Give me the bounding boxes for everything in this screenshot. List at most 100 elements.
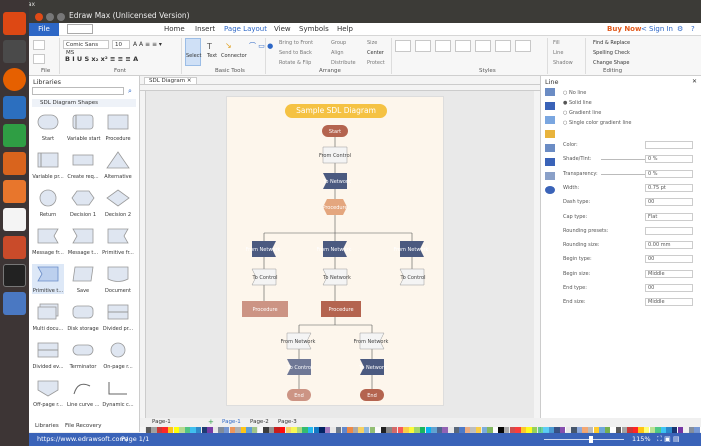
palette-swatch[interactable] xyxy=(296,427,303,433)
line-option[interactable]: ● Solid line xyxy=(563,100,592,106)
color-palette[interactable] xyxy=(140,427,701,433)
palette-swatch[interactable] xyxy=(425,427,431,433)
palette-swatch[interactable] xyxy=(526,427,532,433)
library-section-header[interactable]: SDL Diagram Shapes xyxy=(32,99,136,107)
palette-swatch[interactable] xyxy=(627,427,633,433)
library-shape[interactable]: Message t... xyxy=(67,226,99,256)
diagram-title[interactable]: Sample SDL Diagram xyxy=(285,104,387,118)
page-tab-current[interactable]: Page-1 xyxy=(152,419,171,425)
library-shape[interactable]: Primitive t... xyxy=(32,264,64,294)
palette-swatch[interactable] xyxy=(196,427,202,433)
protect-button[interactable]: Protect xyxy=(367,60,385,66)
palette-swatch[interactable] xyxy=(291,427,297,433)
libraries-tab[interactable]: Libraries xyxy=(35,423,59,429)
help-icon[interactable]: ? xyxy=(691,25,695,33)
library-shape[interactable]: Divided pr... xyxy=(102,302,134,332)
palette-swatch[interactable] xyxy=(145,427,151,433)
library-shape[interactable]: Off-page r... xyxy=(32,378,64,408)
library-shape[interactable]: Document xyxy=(102,264,134,294)
library-shape[interactable]: Dynamic c... xyxy=(102,378,134,408)
palette-swatch[interactable] xyxy=(252,427,258,433)
palette-swatch[interactable] xyxy=(644,427,650,433)
palette-swatch[interactable] xyxy=(162,427,168,433)
palette-swatch[interactable] xyxy=(666,427,672,433)
palette-swatch[interactable] xyxy=(509,427,515,433)
palette-swatch[interactable] xyxy=(498,427,504,433)
menu-symbols[interactable]: Symbols xyxy=(299,25,329,33)
palette-swatch[interactable] xyxy=(560,427,566,433)
palette-swatch[interactable] xyxy=(190,427,196,433)
palette-swatch[interactable] xyxy=(308,427,314,433)
shadow-button[interactable]: Shadow xyxy=(553,60,573,66)
palette-swatch[interactable] xyxy=(403,427,409,433)
palette-swatch[interactable] xyxy=(571,427,577,433)
palette-swatch[interactable] xyxy=(487,427,493,433)
palette-swatch[interactable] xyxy=(257,427,263,433)
palette-swatch[interactable] xyxy=(324,427,331,433)
palette-swatch[interactable] xyxy=(240,427,247,433)
palette-swatch[interactable] xyxy=(319,427,325,433)
line-prop-value[interactable] xyxy=(645,141,693,149)
library-shape[interactable]: Create req... xyxy=(67,150,99,180)
palette-swatch[interactable] xyxy=(582,427,588,433)
palette-swatch[interactable] xyxy=(263,427,269,433)
palette-swatch[interactable] xyxy=(543,427,549,433)
palette-swatch[interactable] xyxy=(375,427,381,433)
palette-swatch[interactable] xyxy=(229,427,235,433)
palette-swatch[interactable] xyxy=(660,427,667,433)
font-name-select[interactable]: Comic Sans MS xyxy=(63,40,109,56)
palette-swatch[interactable] xyxy=(548,427,555,433)
palette-swatch[interactable] xyxy=(201,427,207,433)
palette-swatch[interactable] xyxy=(565,427,571,433)
library-shape[interactable]: Disk storage xyxy=(67,302,99,332)
palette-swatch[interactable] xyxy=(168,427,174,433)
new-file-icon[interactable] xyxy=(33,40,45,50)
library-shape[interactable]: Message fr... xyxy=(32,226,64,256)
palette-swatch[interactable] xyxy=(140,427,146,433)
size-button[interactable]: Size xyxy=(367,40,378,46)
palette-swatch[interactable] xyxy=(280,427,286,433)
line-prop-value[interactable]: 0 % xyxy=(645,169,693,178)
palette-swatch[interactable] xyxy=(207,427,213,433)
palette-swatch[interactable] xyxy=(588,427,594,433)
help-panel-icon[interactable] xyxy=(545,186,555,194)
text-tool-label[interactable]: Text xyxy=(207,53,218,59)
palette-swatch[interactable] xyxy=(369,427,375,433)
image-panel-icon[interactable] xyxy=(545,116,555,124)
palette-swatch[interactable] xyxy=(593,427,599,433)
palette-swatch[interactable] xyxy=(677,427,683,433)
library-search-input[interactable] xyxy=(32,87,124,95)
menu-help[interactable]: Help xyxy=(337,25,353,33)
menu-insert[interactable]: Insert xyxy=(195,25,216,33)
line-panel-icon[interactable] xyxy=(545,102,555,110)
line-prop-value[interactable]: 0 % xyxy=(645,155,693,164)
panel-side-icons[interactable] xyxy=(545,88,557,238)
fill-panel-icon[interactable] xyxy=(545,88,555,96)
palette-swatch[interactable] xyxy=(599,427,605,433)
line-option[interactable]: ○ No line xyxy=(563,90,587,96)
system-settings-icon[interactable] xyxy=(3,236,26,259)
style-swatch-7[interactable] xyxy=(515,40,531,52)
buy-now-link[interactable]: Buy Now xyxy=(607,25,642,33)
line-prop-slider[interactable] xyxy=(601,159,645,161)
zoom-slider[interactable] xyxy=(544,439,624,440)
add-page-icon[interactable]: + xyxy=(208,418,214,426)
library-shape[interactable]: Procedure xyxy=(102,112,134,142)
palette-swatch[interactable] xyxy=(520,427,527,433)
library-shape[interactable]: Alternative xyxy=(102,150,134,180)
send-to-back-button[interactable]: Send to Back xyxy=(279,50,312,56)
firefox-icon[interactable] xyxy=(3,68,26,91)
page-panel-icon[interactable] xyxy=(545,130,555,138)
palette-swatch[interactable] xyxy=(688,427,695,433)
center-button[interactable]: Center xyxy=(367,50,384,56)
group-button[interactable]: Group xyxy=(331,40,347,46)
palette-swatch[interactable] xyxy=(470,427,476,433)
spelling-check-button[interactable]: Spelling Check xyxy=(593,50,630,56)
palette-swatch[interactable] xyxy=(576,427,583,433)
palette-swatch[interactable] xyxy=(621,427,627,433)
page-tab-1[interactable]: Page-1 xyxy=(222,419,241,425)
library-shape[interactable]: Save xyxy=(67,264,99,294)
palette-swatch[interactable] xyxy=(436,427,443,433)
palette-swatch[interactable] xyxy=(224,427,230,433)
palette-swatch[interactable] xyxy=(246,427,252,433)
